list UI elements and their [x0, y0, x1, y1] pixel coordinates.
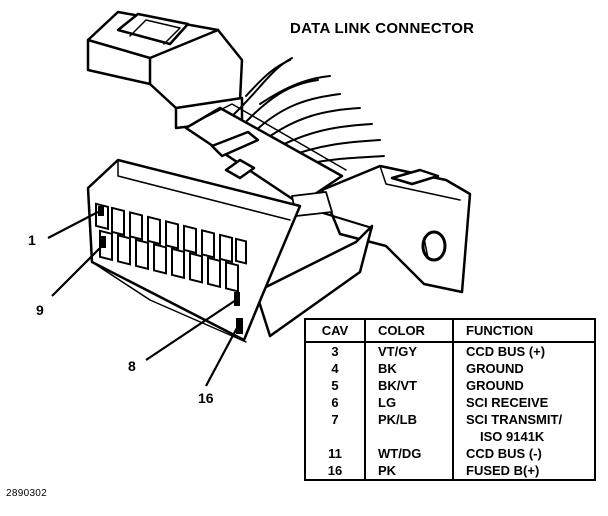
color-cell: PK/LB [364, 411, 454, 445]
mounting-hole [421, 230, 447, 262]
cav-cell: 11 [304, 445, 366, 462]
color-cell: BK [364, 360, 454, 377]
function-cell: SCI TRANSMIT/ISO 9141K [452, 411, 596, 445]
figure-id: 2890302 [6, 488, 48, 499]
function-line: SCI TRANSMIT/ [466, 412, 563, 427]
header-color: COLOR [364, 318, 454, 343]
header-cav: CAV [304, 318, 366, 343]
cav-cell: 4 [304, 360, 366, 377]
function-cell: FUSED B(+) [452, 462, 596, 481]
function-line: ISO 9141K [480, 429, 545, 444]
function-cell: CCD BUS (+) [452, 342, 596, 360]
function-line: FUSED B(+) [466, 463, 540, 478]
ear-notch [390, 168, 440, 186]
pin-terminals [98, 206, 243, 334]
cav-cell: 3 [304, 342, 366, 360]
pin-label-16: 16 [198, 390, 214, 406]
function-line: SCI RECEIVE [466, 395, 549, 410]
cav-cell: 5 [304, 377, 366, 394]
pin-label-9: 9 [36, 302, 44, 318]
table-header-row: CAV COLOR FUNCTION [304, 318, 596, 343]
function-line: CCD BUS (+) [466, 344, 546, 359]
side-housing [254, 224, 374, 338]
color-cell: WT/DG [364, 445, 454, 462]
color-cell: VT/GY [364, 342, 454, 360]
color-cell: PK [364, 462, 454, 481]
color-cell: BK/VT [364, 377, 454, 394]
header-function: FUNCTION [452, 318, 596, 343]
pin-label-1: 1 [28, 232, 36, 248]
function-line: CCD BUS (-) [466, 446, 542, 461]
cav-cell: 16 [304, 462, 366, 481]
pin-label-8: 8 [128, 358, 136, 374]
leader-lines [47, 211, 239, 387]
cav-cell: 7 [304, 411, 366, 445]
function-line: GROUND [466, 361, 524, 376]
function-cell: SCI RECEIVE [452, 394, 596, 411]
function-cell: GROUND [452, 377, 596, 394]
diagram-title: DATA LINK CONNECTOR [290, 20, 475, 37]
function-cell: GROUND [452, 360, 596, 377]
function-cell: CCD BUS (-) [452, 445, 596, 462]
function-line: GROUND [466, 378, 524, 393]
rear-housing [184, 106, 344, 206]
color-cell: LG [364, 394, 454, 411]
cav-cell: 6 [304, 394, 366, 411]
